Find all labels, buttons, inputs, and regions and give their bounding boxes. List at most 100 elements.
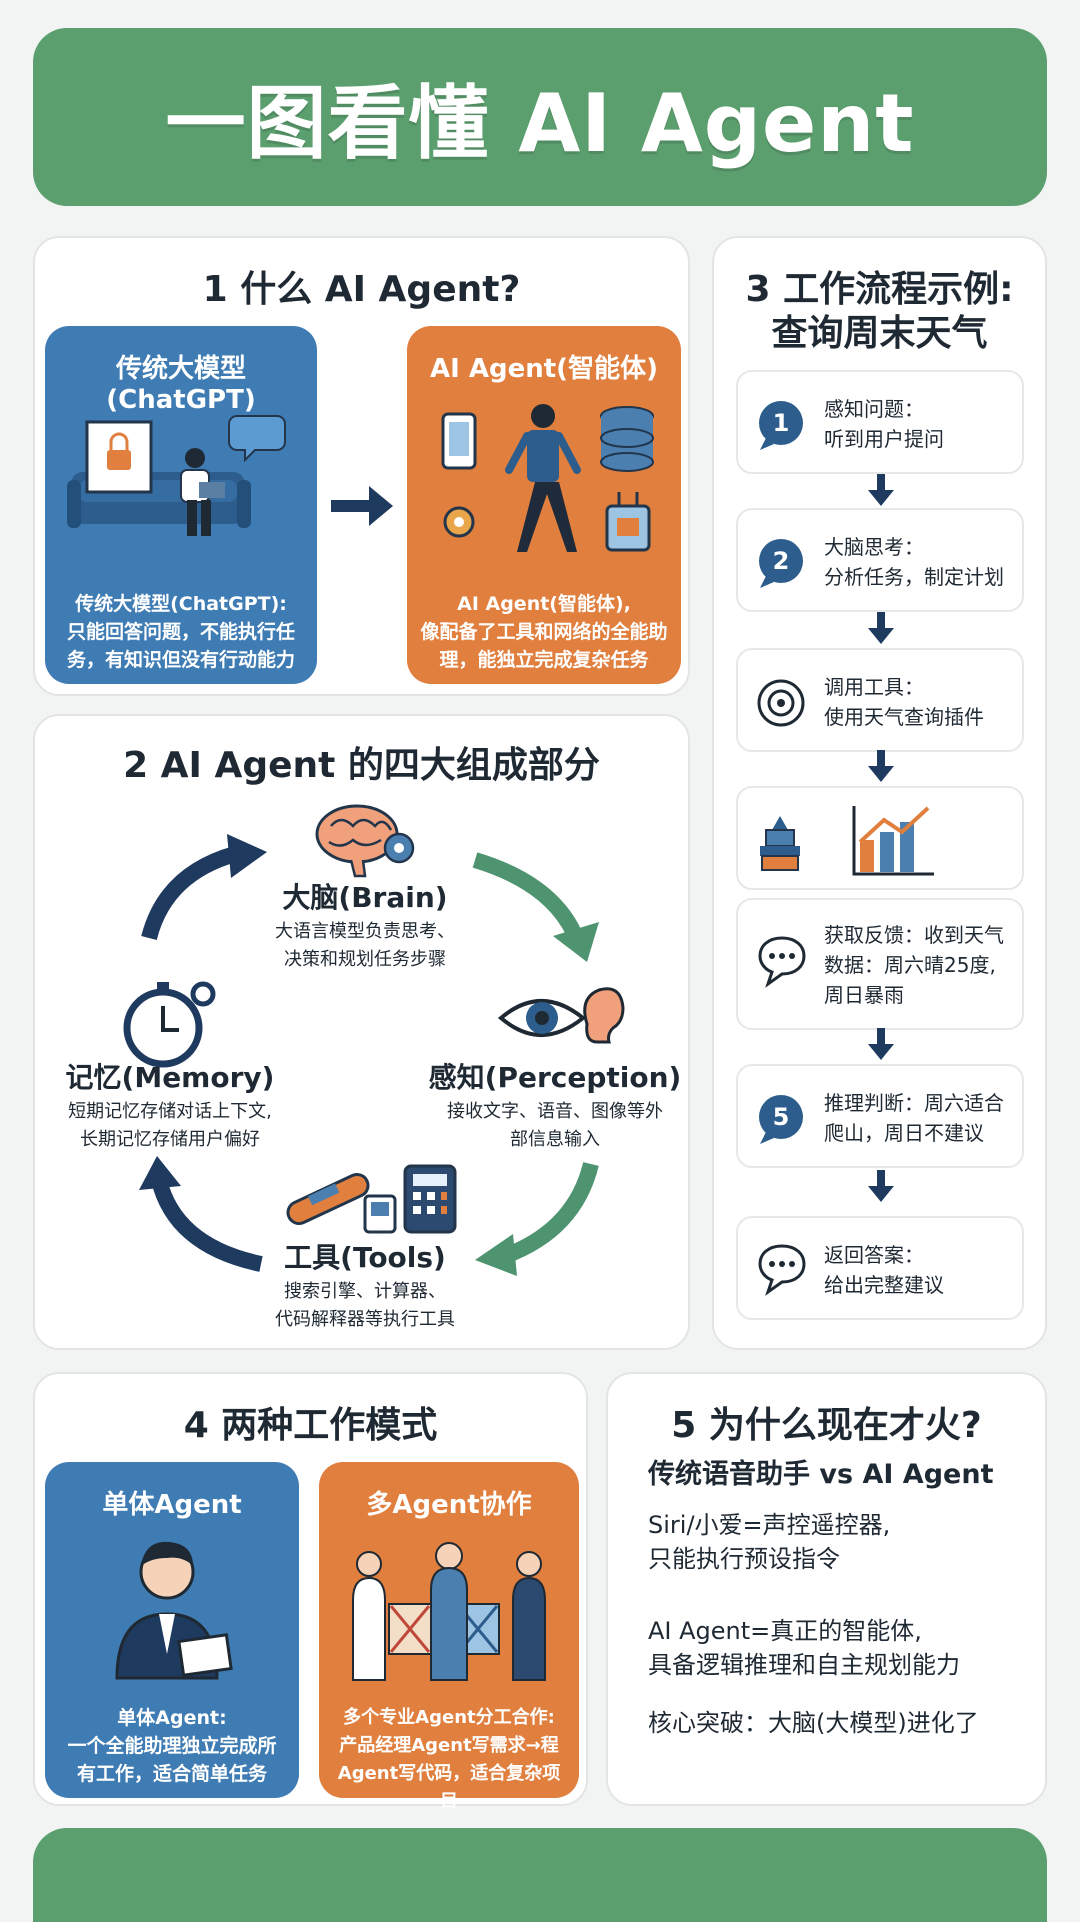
multi-agent-desc-1: 多个专业Agent分工合作: <box>343 1707 555 1728</box>
section4-title: 4 两种工作模式 <box>183 1405 438 1446</box>
multi-agent-desc-2: 产品经理Agent写需求→程 <box>339 1735 559 1756</box>
ai-agent-desc-2: 像配备了工具和网络的全能助 <box>420 621 668 643</box>
step-2-line-1: 大脑思考： <box>824 535 924 559</box>
cycle-arrow-top-right <box>472 852 599 962</box>
down-arrow-icon <box>868 474 894 506</box>
section2-title: 2 AI Agent 的四大组成部分 <box>123 745 600 786</box>
memory-desc-2: 长期记忆存储用户偏好 <box>80 1129 260 1150</box>
brain-name: 大脑(Brain) <box>282 881 448 914</box>
tools-name: 工具(Tools) <box>284 1241 446 1274</box>
agent-line-2: 具备逻辑推理和自主规划能力 <box>648 1651 960 1679</box>
step-3-line-1: 调用工具： <box>824 675 924 699</box>
traditional-model-desc-1: 传统大模型(ChatGPT): <box>75 593 287 615</box>
section2-card: 2 AI Agent 的四大组成部分 大脑(Brain) 大语言模型负责思考、 … <box>33 714 690 1350</box>
single-agent-desc-2: 一个全能助理独立完成所 <box>67 1735 277 1757</box>
agent-line-1: AI Agent=真正的智能体, <box>648 1617 922 1645</box>
step-6-line-1: 推理判断：周六适合 <box>824 1091 1004 1115</box>
section3-title-2: 查询周末天气 <box>771 313 988 354</box>
section4-card: 4 两种工作模式 单体Agent 单体Agent: 一个全能助理独立完成所 有工… <box>33 1372 588 1812</box>
step-2-line-2: 分析任务，制定计划 <box>824 565 1004 589</box>
workflow-step-1: 1 感知问题： 听到用户提问 <box>736 370 1024 474</box>
ai-agent-title: AI Agent(智能体) <box>430 354 658 384</box>
step-7-line-1: 返回答案： <box>824 1243 924 1267</box>
single-agent-title: 单体Agent <box>102 1490 242 1520</box>
page-title: 一图看懂 AI Agent <box>165 77 915 170</box>
down-arrow-icon <box>868 750 894 782</box>
workflow-step-5: 获取反馈：收到天气 数据：周六晴25度, 周日暴雨 <box>736 898 1024 1030</box>
step-5-line-3: 周日暴雨 <box>824 983 904 1007</box>
section3-title-1: 3 工作流程示例: <box>745 269 1014 310</box>
brain-desc-2: 决策和规划任务步骤 <box>284 949 446 970</box>
siri-line-2: 只能执行预设指令 <box>648 1545 840 1573</box>
step-1-line-2: 听到用户提问 <box>824 427 944 451</box>
single-agent-desc-1: 单体Agent: <box>117 1707 227 1729</box>
ai-agent-tile: AI Agent(智能体) AI Agent(智能体), 像配备了工具和网络的全… <box>407 326 681 684</box>
chat-bubble-icon <box>758 1244 806 1296</box>
svg-text:5: 5 <box>773 1103 790 1131</box>
cycle-arrow-bottom-right <box>475 1161 599 1276</box>
ai-agent-desc-1: AI Agent(智能体), <box>457 593 631 615</box>
workflow-step-3: 调用工具： 使用天气查询插件 <box>736 648 1024 752</box>
svg-text:2: 2 <box>773 547 790 575</box>
workflow-step-2: 2 大脑思考： 分析任务，制定计划 <box>736 508 1024 612</box>
traditional-model-desc-2: 只能回答问题，不能执行任 <box>66 621 295 643</box>
step-1-line-1: 感知问题： <box>824 397 924 421</box>
chat-bubble-icon <box>758 936 806 988</box>
svg-text:1: 1 <box>773 409 790 437</box>
perception-desc-1: 接收文字、语音、图像等外 <box>447 1101 663 1122</box>
breakthrough-text: 核心突破：大脑(大模型)进化了 <box>648 1709 979 1737</box>
cycle-arrow-bottom-left <box>139 1156 263 1272</box>
ai-agent-desc-3: 理，能独立完成复杂任务 <box>439 649 649 671</box>
single-agent-desc-3: 有工作，适合简单任务 <box>76 1763 267 1785</box>
siri-line-1: Siri/小爱=声控遥控器, <box>648 1511 891 1539</box>
section1-card: 1 什么 AI Agent? 传统大模型(ChatGPT) 传统大模型(Chat… <box>33 236 690 696</box>
target-icon <box>757 679 805 727</box>
traditional-model-desc-3: 务，有知识但没有行动能力 <box>66 649 295 671</box>
perception-name: 感知(Perception) <box>428 1061 682 1094</box>
brain-icon <box>315 804 415 878</box>
section5-subtitle: 传统语音助手 vs AI Agent <box>648 1459 994 1490</box>
down-arrow-icon <box>868 1028 894 1060</box>
down-arrow-icon <box>868 612 894 644</box>
multi-agent-desc-3: Agent写代码，适合复杂项目 <box>337 1763 561 1812</box>
down-arrow-icon <box>868 1170 894 1202</box>
single-agent-person-icon <box>115 1541 233 1680</box>
section5-title: 5 为什么现在才火? <box>671 1405 982 1446</box>
workflow-step-7: 返回答案： 给出完整建议 <box>736 1216 1024 1320</box>
right-arrow-icon <box>331 486 393 526</box>
memory-desc-1: 短期记忆存储对话上下文, <box>68 1101 272 1122</box>
perception-desc-2: 部信息输入 <box>510 1129 600 1150</box>
footer-banner <box>33 1828 1047 1922</box>
section5-card: 5 为什么现在才火? <box>606 1372 1047 1806</box>
person-on-sofa-icon <box>67 415 286 536</box>
chart-icon <box>852 806 934 876</box>
tools-desc-2: 代码解释器等执行工具 <box>275 1309 455 1330</box>
multi-agent-tile: 多Agent协作 多个专业Agent分工合作: 产品经理Agent写需求→程 A… <box>319 1462 579 1812</box>
toolkit-icon <box>286 1164 457 1234</box>
clock-icon <box>123 981 216 1068</box>
eye-and-ear-icon <box>497 987 625 1044</box>
weather-plugin-icon <box>760 816 800 871</box>
header-banner: 一图看懂 AI Agent <box>33 28 1047 206</box>
single-agent-tile: 单体Agent 单体Agent: 一个全能助理独立完成所 有工作，适合简单任务 <box>45 1462 299 1798</box>
multi-agent-title: 多Agent协作 <box>366 1490 532 1520</box>
step-2-icon: 2 <box>759 539 803 588</box>
section1-title: 1 什么 AI Agent? <box>202 269 521 310</box>
cycle-arrow-top-left <box>141 834 267 941</box>
traditional-model-title: 传统大模型(ChatGPT) <box>106 354 256 415</box>
memory-name: 记忆(Memory) <box>65 1061 275 1094</box>
tools-desc-1: 搜索引擎、计算器、 <box>284 1281 446 1302</box>
step-5-line-2: 数据：周六晴25度, <box>824 953 996 977</box>
workflow-step-4 <box>736 786 1024 890</box>
workflow-step-6: 5 推理判断：周六适合 爬山，周日不建议 <box>736 1064 1024 1168</box>
step-5-icon: 5 <box>759 1095 803 1144</box>
team-collaboration-icon <box>352 1542 546 1681</box>
traditional-model-tile: 传统大模型(ChatGPT) 传统大模型(ChatGPT): 只能回答问题，不能… <box>45 326 317 684</box>
step-7-line-2: 给出完整建议 <box>824 1273 944 1297</box>
step-3-line-2: 使用天气查询插件 <box>824 705 984 729</box>
step-6-line-2: 爬山，周日不建议 <box>824 1121 984 1145</box>
brain-desc-1: 大语言模型负责思考、 <box>275 921 455 942</box>
agent-with-tools-icon <box>441 404 654 552</box>
step-1-icon: 1 <box>759 401 803 450</box>
step-5-line-1: 获取反馈：收到天气 <box>824 923 1004 947</box>
